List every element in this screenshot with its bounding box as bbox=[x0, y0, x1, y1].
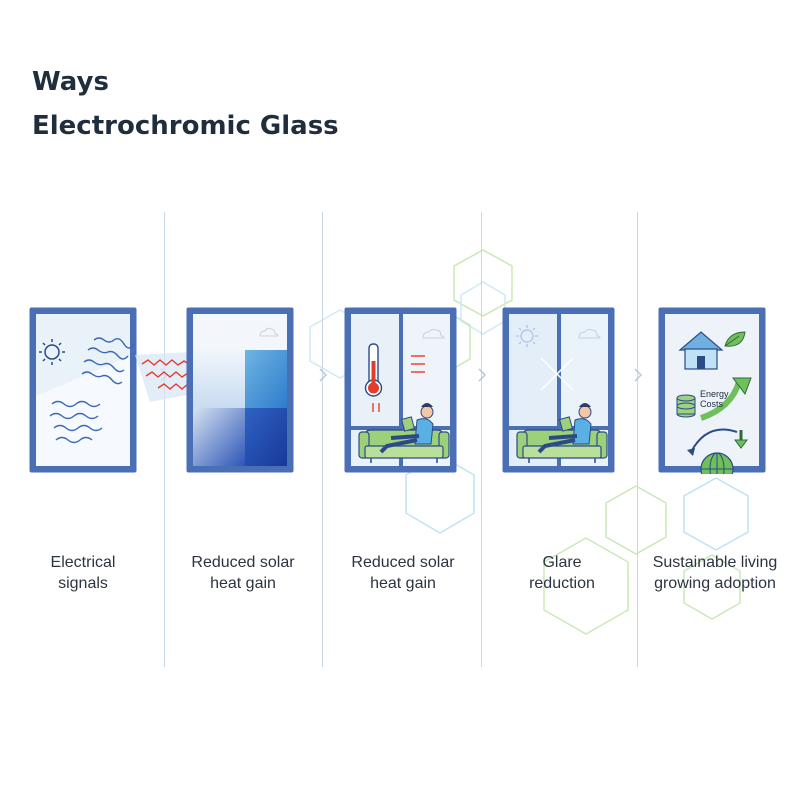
chevron-right-icon bbox=[634, 368, 643, 382]
window-glare-person-icon bbox=[502, 307, 615, 473]
column-divider bbox=[481, 212, 482, 667]
chevron-right-icon bbox=[319, 368, 328, 382]
hexagon-shape bbox=[543, 537, 629, 635]
page-title: Ways Electrochromic Glass bbox=[32, 60, 339, 148]
tinted-window-icon bbox=[186, 307, 294, 473]
column-divider bbox=[322, 212, 323, 667]
window-sustainability-icon bbox=[658, 307, 766, 474]
column-divider bbox=[164, 212, 165, 667]
title-line-2: Electrochromic Glass bbox=[32, 111, 339, 141]
hexagon-shape bbox=[683, 477, 749, 551]
chevron-right-icon bbox=[478, 368, 487, 382]
step-3-window bbox=[343, 306, 457, 474]
step-5-window bbox=[657, 306, 767, 474]
energy-costs-label: Energy Costs bbox=[700, 389, 729, 409]
column-divider bbox=[637, 212, 638, 667]
hexagon-shape bbox=[605, 485, 667, 555]
caption-line-2: heat gain bbox=[210, 575, 276, 592]
title-line-1: Ways bbox=[32, 67, 109, 97]
step-1-caption: Electrical signals bbox=[8, 552, 158, 594]
step-2-window bbox=[185, 306, 295, 474]
caption-line-1: Reduced solar bbox=[351, 554, 455, 571]
energy-label-line-2: Costs bbox=[700, 399, 724, 409]
hexagon-shape bbox=[460, 281, 506, 335]
caption-line-2: heat gain bbox=[370, 575, 436, 592]
step-4-caption: Glare reduction bbox=[487, 552, 637, 594]
window-thermometer-person-icon bbox=[344, 307, 457, 473]
caption-line-1: Electrical bbox=[50, 554, 116, 571]
caption-line-1: Glare bbox=[542, 554, 582, 571]
caption-line-1: Reduced solar bbox=[191, 554, 295, 571]
window-sun-waves-icon bbox=[29, 307, 137, 473]
hexagon-shape bbox=[405, 454, 475, 534]
hexagon-shape bbox=[453, 249, 513, 317]
step-3-caption: Reduced solar heat gain bbox=[328, 552, 478, 594]
step-2-caption: Reduced solar heat gain bbox=[168, 552, 318, 594]
step-5-caption: Sustainable living growing adoption bbox=[640, 552, 790, 594]
step-4-window bbox=[501, 306, 615, 474]
hexagon-shape bbox=[683, 554, 741, 620]
caption-line-2: signals bbox=[58, 575, 108, 592]
step-1-window bbox=[28, 306, 138, 474]
caption-line-1: Sustainable living bbox=[652, 554, 778, 571]
energy-label-line-1: Energy bbox=[700, 389, 729, 399]
caption-line-2: growing adoption bbox=[654, 575, 776, 592]
caption-line-2: reduction bbox=[529, 575, 595, 592]
house-icon bbox=[678, 331, 724, 370]
